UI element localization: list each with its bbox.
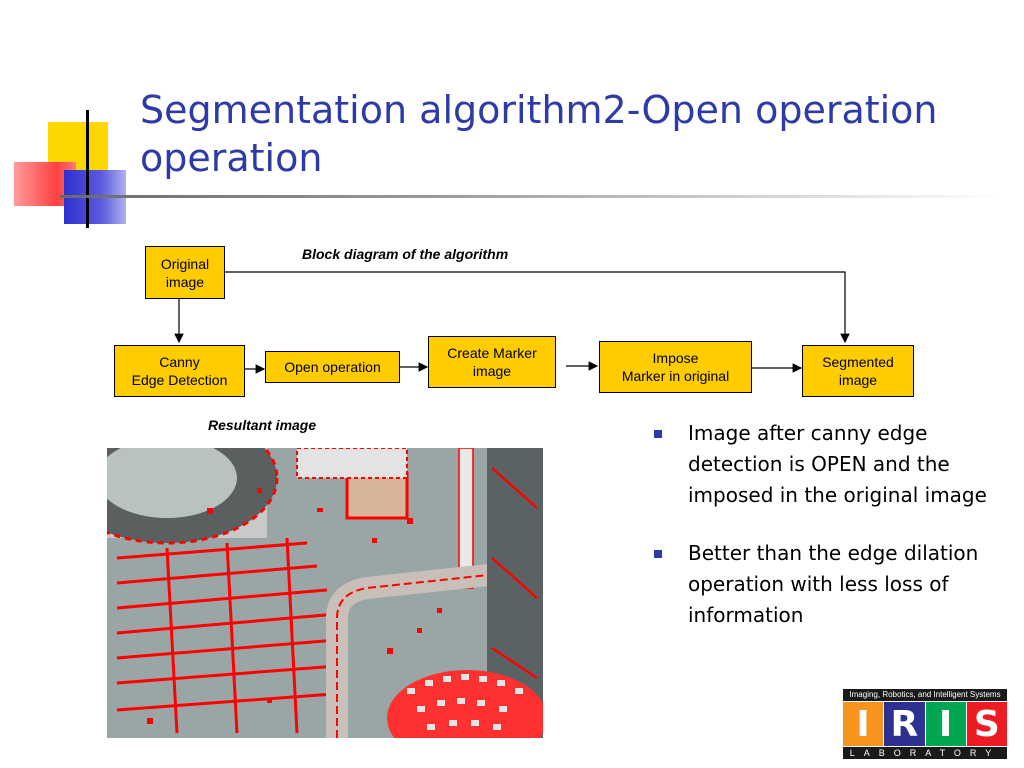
diagram-connectors	[174, 271, 850, 374]
page-title: Segmentation algorithm2-Open operation o…	[140, 88, 938, 180]
list-item: Image after canny edge detection is OPEN…	[650, 418, 1010, 511]
box-impose-marker: Impose Marker in original	[599, 341, 752, 393]
logo-letters: I R I S	[843, 702, 1007, 746]
logo-bottom-text: LABORATORY	[843, 747, 1007, 759]
box-segmented-image: Segmented image	[802, 345, 914, 397]
decor-vertical-line	[86, 110, 89, 228]
list-item: Better than the edge dilation operation …	[650, 538, 1010, 631]
bullet-text: Better than the edge dilation operation …	[688, 541, 979, 627]
iris-lab-logo: Imaging, Robotics, and Intelligent Syste…	[843, 689, 1007, 759]
logo-letter: I	[924, 702, 966, 746]
box-original-image: Original image	[145, 246, 225, 299]
bullet-square-icon	[654, 430, 662, 438]
bullet-list: Image after canny edge detection is OPEN…	[650, 418, 1010, 658]
bullet-square-icon	[654, 550, 662, 558]
logo-top-text: Imaging, Robotics, and Intelligent Syste…	[843, 689, 1007, 701]
resultant-image	[107, 448, 543, 738]
arrow-original-to-segmented	[225, 271, 850, 344]
box-canny-edge-detection: Canny Edge Detection	[114, 345, 245, 397]
diagram-caption: Block diagram of the algorithm	[302, 246, 509, 262]
logo-letter: R	[883, 702, 925, 746]
result-caption: Resultant image	[208, 417, 317, 433]
box-open-operation: Open operation	[265, 351, 400, 383]
logo-letter: I	[843, 702, 884, 746]
bullet-text: Image after canny edge detection is OPEN…	[688, 421, 987, 507]
logo-letter: S	[965, 702, 1007, 746]
title-divider	[60, 195, 1000, 198]
box-create-marker-image: Create Marker image	[428, 336, 556, 388]
